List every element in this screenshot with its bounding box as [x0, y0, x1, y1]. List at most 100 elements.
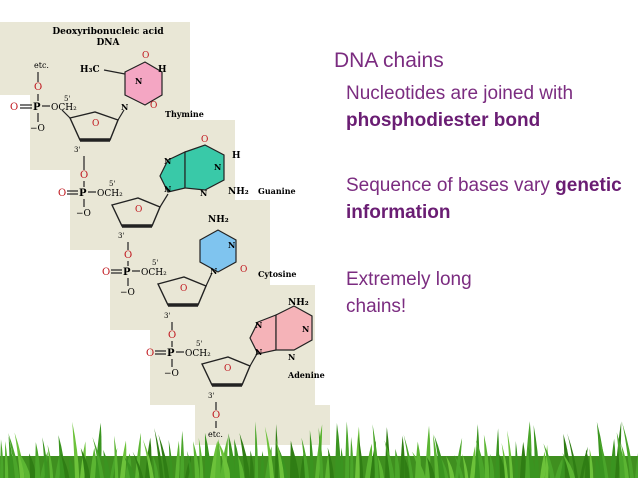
- o-minus-label: −O: [76, 209, 91, 219]
- diagram-backdrop: [0, 22, 330, 445]
- och2-label: OCH₂: [185, 349, 211, 359]
- grass-blade: [622, 421, 634, 478]
- grass-blade: [620, 443, 629, 478]
- grass-blade: [562, 452, 576, 478]
- base-name-cytosine: Cytosine: [258, 269, 297, 279]
- grass-blade: [499, 454, 506, 478]
- grass-border: [0, 421, 638, 478]
- nh2-label: NH₂: [228, 187, 249, 197]
- oxygen-label: O: [142, 51, 149, 61]
- grass-blade: [250, 450, 254, 478]
- grass-blade: [426, 457, 435, 478]
- o-minus-label: −O: [164, 369, 179, 379]
- grass-blade: [154, 427, 164, 478]
- oxygen-label: O: [212, 410, 220, 421]
- grass-blade: [476, 440, 486, 478]
- grass-blade: [132, 451, 144, 478]
- grass-blade: [616, 432, 626, 478]
- grass-blade: [290, 442, 300, 478]
- o-minus-label: −O: [120, 288, 135, 298]
- och2-label: OCH₂: [51, 103, 77, 113]
- grass-blade: [215, 439, 221, 478]
- grass-blade: [403, 434, 414, 478]
- bullet-long-chains: Extremely long chains!: [346, 269, 472, 317]
- five-prime-label: 5': [196, 340, 202, 348]
- grass-blade: [68, 456, 76, 478]
- grass-blade: [350, 436, 354, 478]
- ring-oxygen: O: [135, 205, 142, 215]
- grass-blade: [384, 440, 395, 478]
- grass-blade: [533, 425, 540, 478]
- n-label: N: [210, 266, 217, 276]
- grass-blade: [543, 443, 555, 478]
- grass-blade: [142, 439, 154, 478]
- guanine-ring: [159, 151, 186, 193]
- grass-blade: [17, 451, 31, 478]
- grass-blade: [264, 426, 275, 478]
- grass-blade: [507, 430, 514, 478]
- grass-blade: [234, 438, 241, 478]
- five-prime-label: 5': [152, 259, 158, 267]
- base-name-adenine: Adenine: [287, 370, 325, 380]
- oxygen-label: O: [124, 250, 132, 261]
- phosphorus-label: P: [167, 348, 175, 359]
- h-label: H: [158, 65, 167, 75]
- grass-blade: [168, 439, 174, 478]
- bullet-nucleotides: Nucleotides are joined with phosphodiest…: [346, 80, 634, 134]
- grass-blade: [365, 443, 373, 478]
- n-label: N: [255, 347, 262, 357]
- grass-blade: [114, 435, 119, 478]
- guanine-ring: [184, 144, 225, 191]
- grass-blade: [454, 454, 464, 478]
- grass-blade: [204, 432, 211, 478]
- grass-blade: [595, 456, 601, 478]
- bullet-emphasis: genetic information: [346, 175, 622, 223]
- adenine-ring: [275, 305, 313, 351]
- bullet-text: Sequence of bases vary: [346, 175, 556, 196]
- deoxyribose-ring: [111, 197, 161, 227]
- oxygen-label: O: [34, 82, 42, 93]
- grass-blade: [358, 434, 364, 478]
- grass-blade: [432, 434, 439, 478]
- n-label: N: [255, 320, 262, 330]
- grass-blade: [404, 457, 410, 478]
- ring-oxygen: O: [180, 284, 187, 294]
- grass-blade: [301, 437, 310, 478]
- phosphorus-label: P: [123, 267, 131, 278]
- n-label: N: [164, 184, 171, 194]
- ring-oxygen: O: [224, 364, 231, 374]
- dna-structure-diagram: Deoxyribonucleic acid DNA etc. O O P OCH…: [0, 22, 330, 445]
- ring-oxygen: O: [92, 119, 99, 129]
- oxygen-label: O: [168, 330, 176, 341]
- grass-blade: [152, 455, 159, 478]
- grass-blade: [228, 433, 236, 478]
- grass-blade: [186, 450, 194, 478]
- och2-label: OCH₂: [97, 189, 123, 199]
- phosphorus-label: P: [33, 102, 41, 113]
- n-label: N: [288, 352, 295, 362]
- grass-blade: [340, 447, 344, 478]
- grass-blade: [92, 436, 104, 478]
- grass-blade: [180, 430, 185, 478]
- bullet-emphasis: phosphodiester bond: [346, 110, 541, 131]
- three-prime-label: 3': [118, 232, 124, 240]
- grass-blade: [567, 433, 579, 478]
- thymine-ring: [124, 61, 163, 106]
- five-prime-label: 5': [109, 180, 115, 188]
- o-minus-label: −O: [30, 124, 45, 134]
- grass-blade: [42, 437, 49, 478]
- grass-blade: [8, 433, 20, 478]
- grass-blade: [0, 439, 4, 478]
- diagram-title: Deoxyribonucleic acid: [52, 27, 164, 37]
- oxygen-label: O: [201, 135, 208, 145]
- three-prime-label: 3': [164, 312, 170, 320]
- grass-blade: [400, 435, 405, 478]
- bullet-sequence: Sequence of bases vary genetic informati…: [346, 172, 634, 226]
- oxygen-label: O: [80, 170, 88, 181]
- grass-blade: [175, 440, 180, 478]
- grass-blade: [412, 451, 426, 478]
- grass-blade: [80, 447, 91, 478]
- n-label: N: [214, 162, 221, 172]
- slide-text: DNA chains Nucleotides are joined with p…: [334, 48, 634, 320]
- grass-blade: [475, 424, 480, 478]
